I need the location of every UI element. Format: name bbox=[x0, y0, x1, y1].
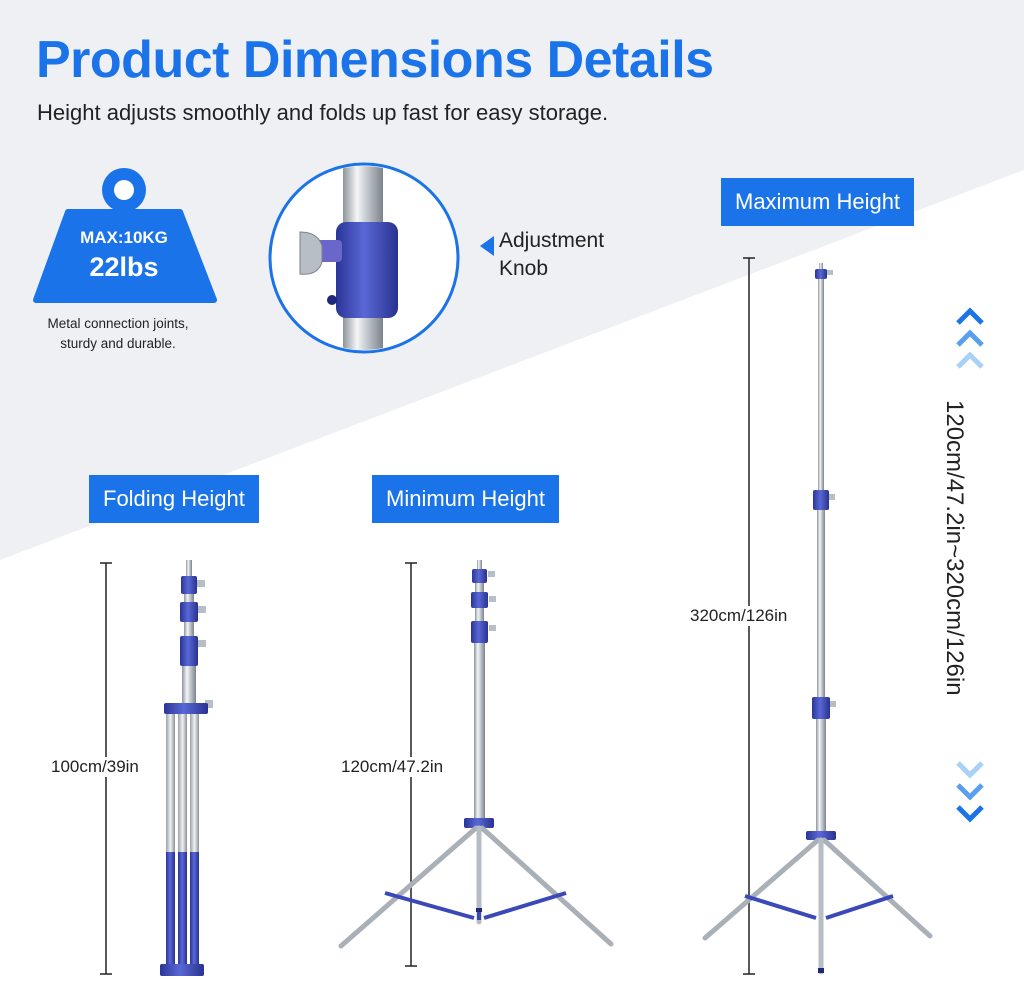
weight-max-lbs: 22lbs bbox=[89, 252, 159, 282]
chevron-up-icon bbox=[956, 307, 984, 369]
joint-note-line2: sturdy and durable. bbox=[60, 336, 176, 351]
folding-height-label: Folding Height bbox=[89, 475, 259, 523]
chevron-down-icon bbox=[956, 761, 984, 823]
knob-closeup-icon bbox=[268, 162, 460, 354]
joint-note-line1: Metal connection joints, bbox=[47, 316, 189, 331]
weight-max-kg: MAX:10KG bbox=[80, 228, 168, 247]
weight-icon bbox=[33, 168, 217, 303]
page-title: Product Dimensions Details bbox=[36, 31, 714, 89]
knob-label-line1: Adjustment bbox=[499, 229, 605, 252]
page-subtitle: Height adjusts smoothly and folds up fas… bbox=[37, 100, 609, 125]
minimum-stand bbox=[338, 560, 614, 967]
gray-backdrop bbox=[0, 0, 1024, 560]
knob-label: Adjustment Knob bbox=[499, 227, 604, 283]
folding-stand bbox=[100, 560, 213, 976]
maximum-height-label: Maximum Height bbox=[721, 178, 915, 226]
folding-dimension: 100cm/39in bbox=[49, 757, 141, 777]
joint-note: Metal connection joints, sturdy and dura… bbox=[18, 314, 218, 354]
knob-label-line2: Knob bbox=[499, 257, 549, 280]
height-range-text: 120cm/47.2in~320cm/126in bbox=[941, 400, 968, 696]
minimum-height-label: Minimum Height bbox=[372, 475, 559, 523]
knob-pointer-icon bbox=[480, 236, 494, 256]
maximum-dimension: 320cm/126in bbox=[688, 606, 790, 626]
minimum-dimension: 120cm/47.2in bbox=[339, 757, 446, 777]
